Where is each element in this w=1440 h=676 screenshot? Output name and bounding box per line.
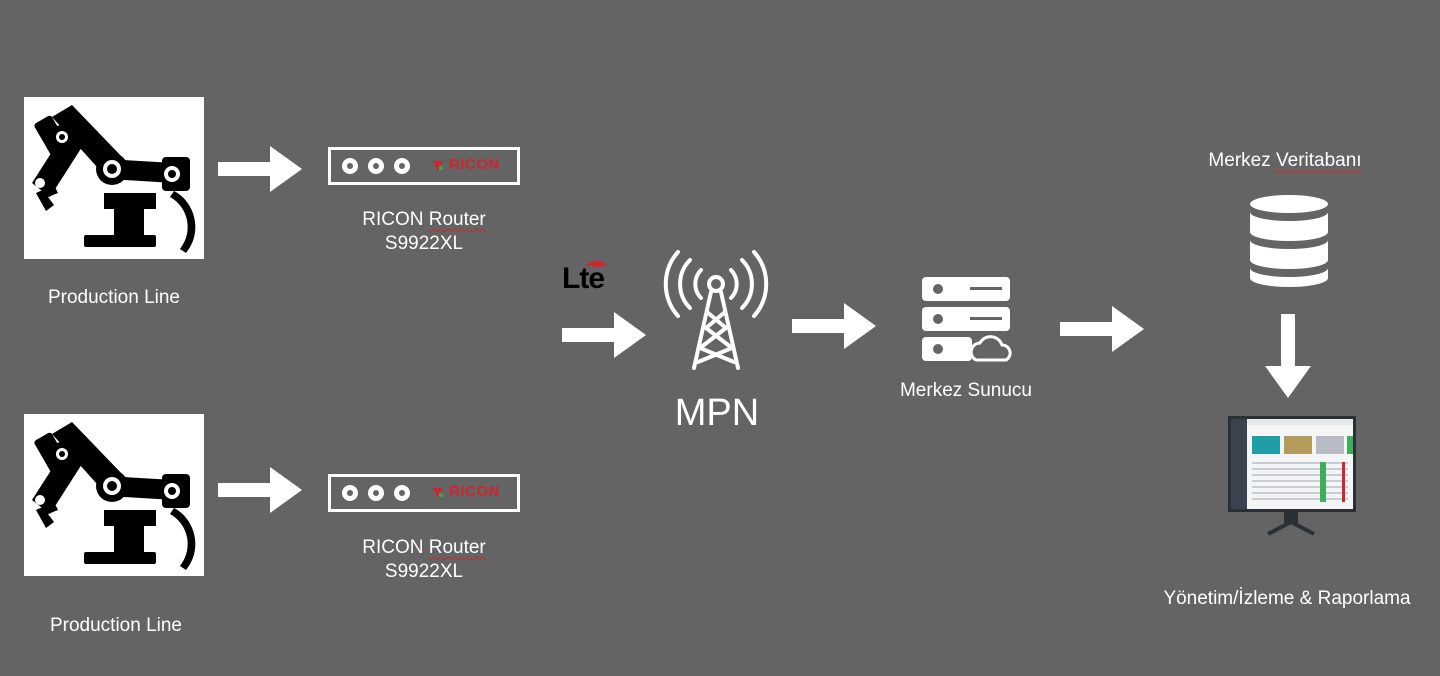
router-brand-text: RICON xyxy=(449,483,500,500)
router-1-label-model: S9922XL xyxy=(384,233,464,254)
brand-logo-icon xyxy=(433,161,443,171)
arrow-icon xyxy=(792,303,876,349)
router-1-label: RICON Router S9922XL xyxy=(318,208,530,256)
router-2-label: RICON Router S9922XL xyxy=(318,536,530,584)
database-label: Merkez Veritabanı xyxy=(1170,150,1400,172)
lte-signal-icon xyxy=(587,260,607,268)
router-1-label-type: Router xyxy=(428,209,486,230)
production-line-1-image xyxy=(24,97,204,259)
database-icon xyxy=(1250,195,1328,287)
router-1-label-brand: RICON xyxy=(362,209,424,230)
mpn-label: MPN xyxy=(674,392,760,434)
server-cloud-icon xyxy=(922,277,1012,362)
dashboard-monitor-icon xyxy=(1228,416,1356,536)
router-port-icon xyxy=(394,485,410,501)
router-2-label-model: S9922XL xyxy=(384,561,464,582)
arrow-icon xyxy=(562,312,646,358)
arrow-down-icon xyxy=(1265,314,1311,398)
production-line-2-label: Production Line xyxy=(49,615,183,636)
database-label-b: Veritabanı xyxy=(1276,150,1362,171)
lte-logo-text: Lte xyxy=(562,262,605,295)
monitor-label: Yönetim/İzleme & Raporlama xyxy=(1163,588,1411,609)
router-2-device: RICON xyxy=(328,474,520,512)
router-2-label-type: Router xyxy=(428,537,486,558)
production-line-2-image xyxy=(24,414,204,576)
router-port-icon xyxy=(368,485,384,501)
robot-arm-icon xyxy=(32,422,196,570)
cell-tower-icon xyxy=(663,250,769,370)
server-label: Merkez Sunucu xyxy=(899,380,1032,401)
router-brand-text: RICON xyxy=(449,156,500,173)
brand-logo-icon xyxy=(433,488,443,498)
router-port-icon xyxy=(342,158,358,174)
arrow-icon xyxy=(218,467,302,513)
router-port-icon xyxy=(394,158,410,174)
arrow-icon xyxy=(218,146,302,192)
database-label-a: Merkez xyxy=(1208,150,1271,171)
router-port-icon xyxy=(342,485,358,501)
production-line-1-label: Production Line xyxy=(47,287,181,308)
router-port-icon xyxy=(368,158,384,174)
arrow-icon xyxy=(1060,306,1144,352)
robot-arm-icon xyxy=(32,105,196,253)
router-2-label-brand: RICON xyxy=(362,537,424,558)
router-1-device: RICON xyxy=(328,147,520,185)
